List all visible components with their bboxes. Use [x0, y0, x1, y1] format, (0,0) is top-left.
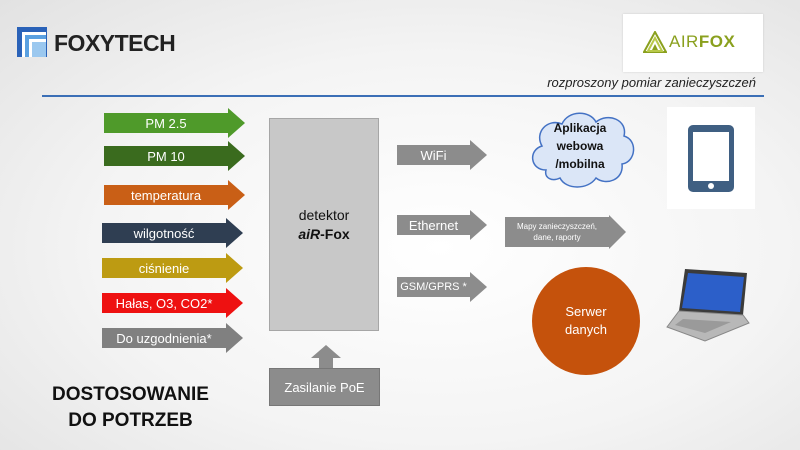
detector-line2: aiR-Fox [298, 225, 349, 244]
power-up-arrow-icon [311, 345, 341, 369]
airfox-wordmark: AIRFOX [669, 32, 735, 52]
detector-line2-rest: -Fox [320, 225, 350, 242]
output-label-wifi: WiFi [397, 145, 470, 165]
input-label-pressure: ciśnienie [102, 258, 226, 278]
detector-line1: detektor [298, 206, 350, 223]
cloud-text: Aplikacja webowa /mobilna [530, 119, 630, 173]
phone-image [667, 107, 755, 209]
cloud-line3: /mobilna [555, 157, 605, 171]
maps-arrow: Mapy zanieczyszczeń, dane, raporty [505, 215, 627, 249]
input-label-custom: Do uzgodnienia* [102, 328, 226, 348]
input-label-pm10: PM 10 [104, 146, 228, 166]
page-subtitle: rozproszony pomiar zanieczyszczeń [547, 75, 756, 90]
server-line1: Serwer [565, 304, 607, 319]
cloud-line2: webowa [556, 139, 604, 153]
laptop-icon [666, 269, 750, 342]
brand-name: FOXYTECH [54, 30, 176, 56]
airfox-logo: AIRFOX [623, 14, 763, 72]
output-arrow-ethernet: Ethernet [397, 210, 487, 240]
input-label-noise-gases: Hałas, O3, CO2* [102, 293, 226, 313]
airfox-fox: FOX [698, 32, 736, 51]
foxytech-logo: FOXYTECH [16, 26, 176, 60]
output-arrow-wifi: WiFi [397, 140, 487, 170]
input-label-humidity: wilgotność [102, 223, 226, 243]
detector-box: detektor aiR-Fox [269, 118, 379, 331]
customization-label: DOSTOSOWANIE DO POTRZEB [48, 382, 213, 434]
airfox-air: AIR [669, 32, 699, 51]
header-rule [42, 95, 764, 97]
maps-arrow-label: Mapy zanieczyszczeń, dane, raporty [505, 217, 609, 247]
cloud-shape-icon [532, 112, 635, 188]
power-box: Zasilanie PoE [269, 368, 380, 406]
output-label-ethernet: Ethernet [397, 215, 470, 235]
cloud-line1: Aplikacja [553, 121, 607, 135]
output-label-gsm: GSM/GPRS * [397, 277, 470, 297]
tablet-icon [688, 125, 734, 192]
input-arrow-pm25: PM 2.5 [104, 108, 245, 138]
airfox-triangle-icon [643, 31, 667, 53]
input-arrow-noise-gases: Hałas, O3, CO2* [102, 288, 243, 318]
foxytech-logo-mark-icon [17, 27, 47, 57]
input-arrow-pm10: PM 10 [104, 141, 245, 171]
customization-line1: DOSTOSOWANIE [52, 384, 209, 405]
input-arrow-pressure: ciśnienie [102, 253, 243, 283]
input-arrow-humidity: wilgotność [102, 218, 243, 248]
input-label-temperature: temperatura [104, 185, 228, 205]
server-line2: danych [565, 322, 607, 337]
input-arrow-custom: Do uzgodnienia* [102, 323, 243, 353]
input-arrow-temperature: temperatura [104, 180, 245, 210]
input-label-pm25: PM 2.5 [104, 113, 228, 133]
output-arrow-gsm: GSM/GPRS * [397, 272, 487, 302]
detector-line2-italic: aiR [298, 225, 321, 242]
customization-line2: DO POTRZEB [68, 410, 193, 431]
server-circle: Serwer danych [532, 267, 640, 375]
